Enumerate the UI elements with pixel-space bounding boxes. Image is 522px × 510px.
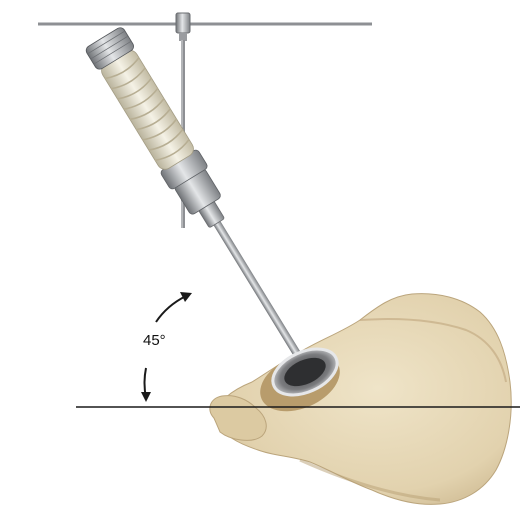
- guide-hub: [176, 13, 190, 33]
- angle-arrowhead-down-icon: [141, 392, 151, 402]
- angle-arc-upper: [156, 296, 186, 322]
- pelvis-body: [214, 294, 511, 505]
- cup-inserter-handle-icon: [84, 26, 328, 387]
- guide-collar: [179, 33, 187, 41]
- pelvis-bone-icon: [210, 294, 511, 505]
- angle-indicator: 45°: [141, 292, 192, 402]
- angle-arrowhead-up-icon: [180, 292, 192, 302]
- angle-label: 45°: [143, 332, 166, 349]
